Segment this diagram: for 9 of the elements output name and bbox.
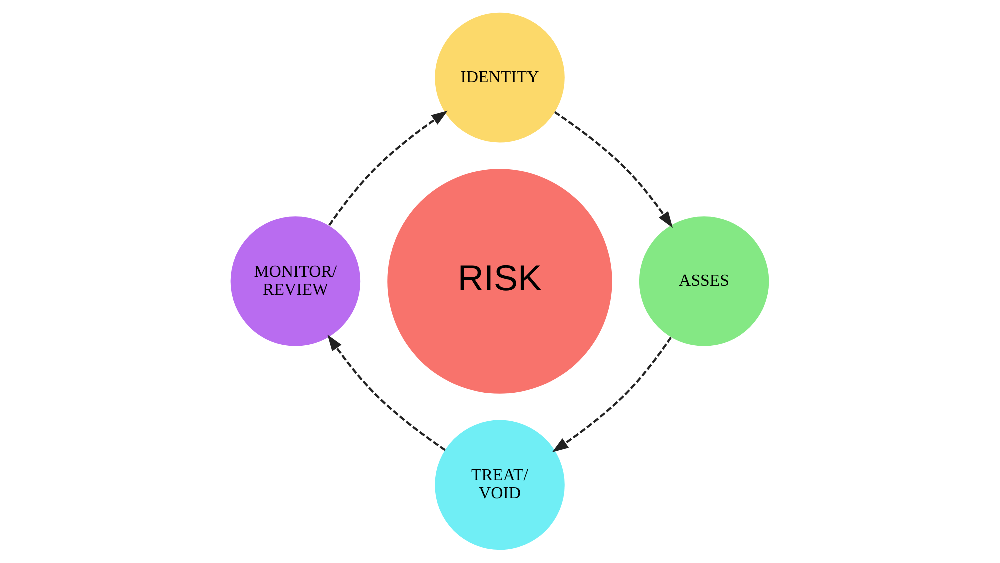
node-circle: ASSES	[639, 216, 770, 346]
arrow	[554, 111, 673, 228]
node-circle: MONITOR/ REVIEW	[230, 216, 361, 346]
node-circle: RISK	[388, 169, 612, 394]
arrow	[328, 334, 446, 452]
arrow	[328, 110, 448, 226]
node-circle: TREAT/ VOID	[435, 420, 565, 550]
node-circle: IDENTITY	[435, 12, 565, 143]
arrow	[552, 336, 672, 452]
